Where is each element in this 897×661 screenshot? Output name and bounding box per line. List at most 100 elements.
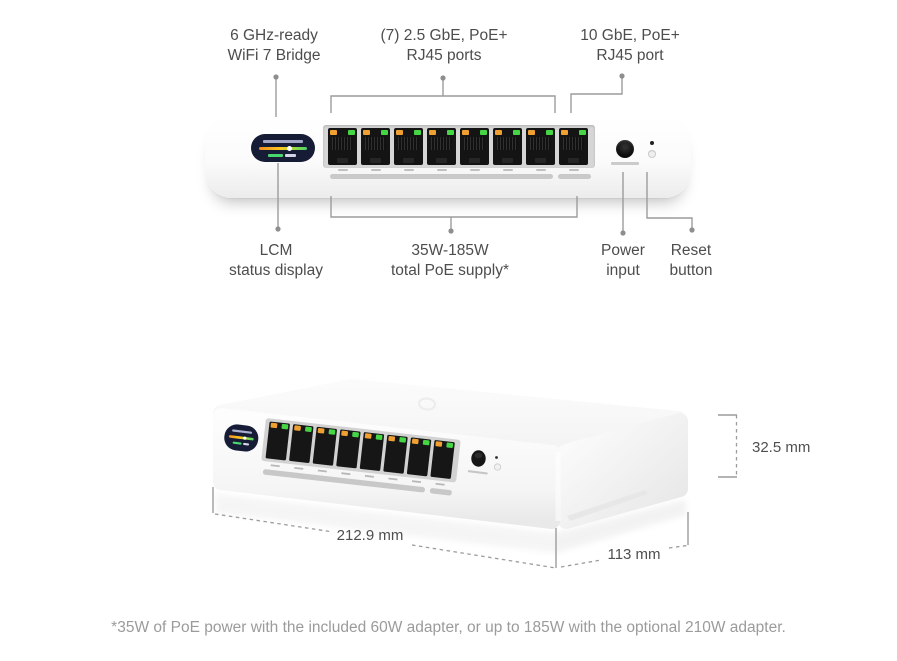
power-jack-label bbox=[611, 162, 639, 165]
rj45-port bbox=[361, 128, 390, 165]
port-notch bbox=[469, 158, 480, 163]
port-notch bbox=[370, 158, 381, 163]
callout-10gbe-port: 10 GbE, PoE+ RJ45 port bbox=[580, 26, 680, 66]
port-pins bbox=[365, 137, 386, 150]
iso-port-label bbox=[341, 472, 351, 476]
iso-port-label bbox=[388, 477, 398, 481]
rj45-port bbox=[427, 128, 456, 165]
led-orange bbox=[528, 129, 535, 135]
iso-vent-strip-10g bbox=[429, 488, 452, 496]
device-side-face bbox=[558, 413, 688, 529]
iso-led-green bbox=[328, 429, 336, 435]
iso-led-green bbox=[305, 426, 312, 433]
rj45-port bbox=[559, 128, 588, 165]
led-green bbox=[414, 129, 421, 135]
vent-strip-main bbox=[330, 174, 553, 179]
port-notch bbox=[337, 158, 348, 163]
iso-led-green bbox=[352, 431, 359, 438]
led-orange bbox=[462, 129, 469, 135]
callout-wifi-bridge-line1: 6 GHz-ready bbox=[230, 27, 318, 44]
lcm-signal-marker bbox=[287, 145, 292, 151]
callout-lines bbox=[273, 73, 695, 236]
power-jack bbox=[616, 140, 634, 158]
led-orange bbox=[330, 129, 337, 135]
led-green bbox=[546, 129, 553, 135]
port-pins bbox=[530, 137, 551, 150]
port-notch bbox=[502, 158, 513, 163]
iso-led-green bbox=[281, 423, 289, 430]
iso-led-orange bbox=[341, 430, 349, 437]
iso-led-orange bbox=[411, 438, 419, 445]
iso-ports bbox=[261, 418, 461, 496]
callout-25gbe-line2: RJ45 ports bbox=[406, 47, 482, 64]
led-orange bbox=[363, 129, 370, 135]
rj45-port bbox=[394, 128, 423, 165]
callout-reset-line1: Reset bbox=[670, 242, 712, 259]
dimension-lines bbox=[212, 414, 738, 569]
callout-poe-supply: 35W-185W total PoE supply* bbox=[391, 241, 509, 281]
callout-10gbe-line2: RJ45 port bbox=[596, 47, 664, 64]
device-reflection bbox=[216, 494, 686, 553]
iso-led-green bbox=[399, 437, 407, 443]
iso-rj45-port bbox=[289, 424, 314, 463]
iso-rj45-port bbox=[406, 437, 432, 477]
callout-power-input: Power input bbox=[601, 241, 645, 281]
iso-led-orange bbox=[435, 441, 443, 447]
led-green bbox=[513, 129, 520, 135]
iso-port-label bbox=[364, 474, 374, 478]
callout-lcm-line1: LCM bbox=[259, 242, 293, 259]
iso-device bbox=[213, 379, 688, 529]
port-notch bbox=[403, 158, 414, 163]
iso-rj45-port bbox=[383, 434, 408, 474]
iso-port-label bbox=[411, 480, 422, 484]
iso-rj45-port bbox=[265, 421, 290, 461]
front-ports bbox=[323, 125, 595, 168]
port-pins bbox=[563, 137, 584, 150]
callout-lcm-line2: status display bbox=[229, 262, 323, 279]
iso-led-orange bbox=[317, 427, 325, 434]
callout-wifi-bridge-line2: WiFi 7 Bridge bbox=[227, 47, 321, 64]
dimension-depth: 113 mm bbox=[607, 546, 661, 563]
rj45-port bbox=[493, 128, 522, 165]
port-pins bbox=[398, 137, 419, 150]
callout-lcm: LCM status display bbox=[229, 241, 323, 281]
vent-strip-10g bbox=[558, 174, 591, 179]
callout-wifi-bridge: 6 GHz-ready WiFi 7 Bridge bbox=[227, 26, 320, 66]
iso-rj45-port bbox=[336, 429, 361, 469]
lcm-text-row bbox=[263, 140, 303, 143]
iso-reset-button bbox=[493, 456, 502, 471]
footnote: *35W of PoE power with the included 60W … bbox=[111, 619, 786, 636]
dimension-height: 32.5 mm bbox=[752, 439, 811, 456]
brand-logo-icon bbox=[418, 397, 436, 411]
callout-25gbe-line1: (7) 2.5 GbE, PoE+ bbox=[380, 27, 508, 44]
iso-led-orange bbox=[364, 433, 372, 439]
lcm-value-white bbox=[285, 153, 296, 157]
iso-lcm-display bbox=[224, 424, 259, 452]
callout-power-line1: Power bbox=[601, 242, 645, 259]
lcm-signal-bar bbox=[259, 146, 307, 150]
rj45-port bbox=[460, 128, 489, 165]
callout-25gbe-ports: (7) 2.5 GbE, PoE+ RJ45 ports bbox=[380, 26, 507, 66]
callout-poe-line2: total PoE supply* bbox=[390, 262, 510, 279]
callout-power-line2: input bbox=[606, 262, 640, 279]
led-orange bbox=[429, 129, 436, 135]
iso-led-orange bbox=[294, 425, 301, 431]
reset-button bbox=[648, 150, 656, 158]
iso-rj45-port bbox=[430, 440, 455, 479]
led-green bbox=[447, 129, 454, 135]
rj45-port bbox=[328, 128, 357, 165]
port-pins bbox=[464, 137, 485, 150]
callout-poe-line1: 35W-185W bbox=[411, 242, 489, 259]
callout-dots bbox=[273, 73, 695, 236]
lcm-value-green bbox=[268, 153, 283, 157]
led-green bbox=[480, 129, 487, 135]
iso-port-label bbox=[317, 469, 327, 473]
callout-reset-line2: button bbox=[669, 262, 713, 279]
port-pins bbox=[431, 137, 452, 150]
port-notch bbox=[436, 158, 447, 163]
dimension-length: 212.9 mm bbox=[336, 527, 404, 544]
iso-rj45-port bbox=[312, 426, 337, 466]
iso-led-green bbox=[422, 439, 430, 446]
led-orange bbox=[495, 129, 502, 135]
